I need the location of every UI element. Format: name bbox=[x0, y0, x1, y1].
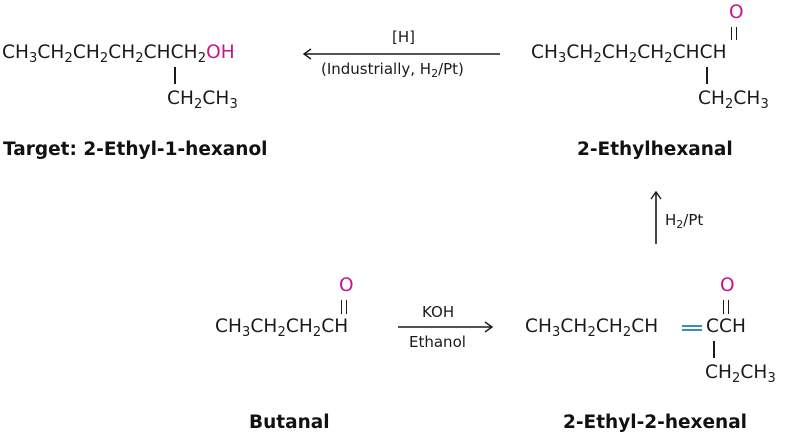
aldol-reagent-above: KOH bbox=[422, 303, 455, 321]
ethylhexanal-oxygen: O bbox=[729, 2, 744, 23]
ethylhexanal-carbonyl-bond bbox=[731, 27, 737, 40]
ethylhexenal-name: 2-Ethyl-2-hexenal bbox=[563, 412, 748, 433]
ethylhexanal-name: 2-Ethylhexanal bbox=[577, 139, 733, 160]
up-arrow-icon bbox=[650, 190, 662, 244]
ethylhexanal-branch: CH2CH3 bbox=[698, 88, 769, 112]
aldol-reagent-below: Ethanol bbox=[409, 333, 466, 351]
butanal-name: Butanal bbox=[249, 412, 330, 433]
ethylhexenal-formula-right: CCH bbox=[706, 316, 747, 337]
reduction-reagent-below: (Industrially, H2/Pt) bbox=[321, 60, 464, 80]
ethylhexenal-branch: CH2CH3 bbox=[705, 362, 776, 386]
ethylhexanal-formula: CH3CH2CH2CH2CHCH bbox=[531, 42, 727, 66]
reduction-reagent-above: [H] bbox=[392, 28, 415, 46]
target-name: Target: 2-Ethyl-1-hexanol bbox=[3, 139, 268, 160]
target-branch-bond bbox=[174, 67, 176, 84]
cc-double-bond bbox=[682, 325, 702, 331]
ethylhexenal-oxygen: O bbox=[720, 275, 735, 296]
butanal-oxygen: O bbox=[339, 275, 354, 296]
target-branch: CH2CH3 bbox=[167, 88, 238, 112]
ethylhexanal-branch-bond bbox=[706, 67, 708, 84]
butanal-carbonyl-bond bbox=[341, 300, 347, 314]
ethylhexenal-branch-bond bbox=[713, 341, 715, 358]
ethylhexenal-formula-left: CH3CH2CH2CH bbox=[525, 316, 659, 340]
ethylhexenal-carbonyl-bond bbox=[723, 300, 729, 314]
right-arrow-icon bbox=[398, 321, 494, 333]
butanal-formula: CH3CH2CH2CH bbox=[215, 316, 349, 340]
hydroxyl-group: OH bbox=[206, 42, 235, 63]
left-arrow-icon bbox=[302, 48, 500, 60]
target-formula: CH3CH2CH2CH2CHCH2OH bbox=[2, 42, 235, 66]
hydrogenation-reagent: H2/Pt bbox=[665, 211, 704, 231]
